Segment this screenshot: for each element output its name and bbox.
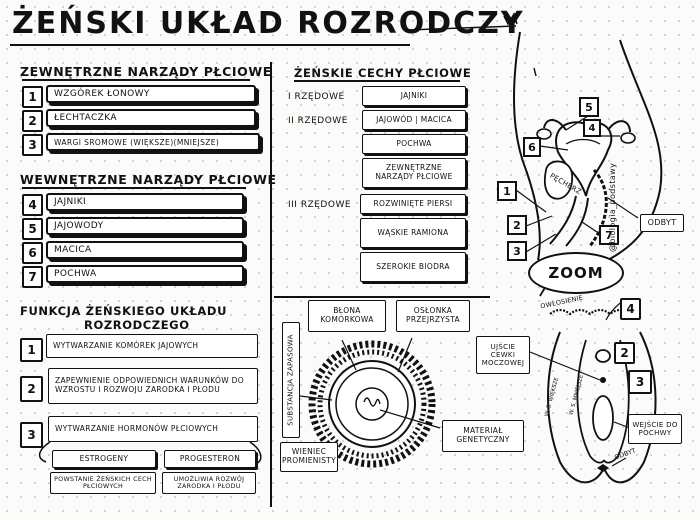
page-title: ŻEŃSKI UKŁAD ROZRODCZY <box>12 6 525 41</box>
internal-item-1: JAJNIKI <box>46 193 244 211</box>
traits-heading: ŻEŃSKIE CECHY PŁCIOWE <box>294 66 472 80</box>
order-3-label: III RZĘDOWE <box>288 200 352 210</box>
external-item-2: ŁECHTACZKA <box>46 109 256 127</box>
order-2-box-3: ZEWNĘTRZNE NARZĄDY PŁCIOWE <box>362 158 466 188</box>
external-item-3: WARGI SROMOWE (WIĘKSZE)(MNIEJSZE) <box>46 133 260 151</box>
watermark: @biologia_podstawy <box>608 162 617 252</box>
clitoris-shape <box>595 349 611 363</box>
function-num-3: 3 <box>20 422 43 448</box>
sagittal-label-5: 5 <box>585 100 593 114</box>
internal-heading: WEWNĘTRZNE NARZĄDY PŁCIOWE <box>20 172 277 187</box>
sagittal-label-1: 1 <box>503 184 511 198</box>
ovum-corona-label: WIENIEC PROMIENISTY <box>280 442 338 472</box>
vulva-num-4: 4 <box>620 298 641 320</box>
function-item-1: WYTWARZANIE KOMÓREK JAJOWYCH <box>46 334 258 358</box>
external-num-1: 1 <box>22 86 43 108</box>
order-1-label: I RZĘDOWE <box>288 92 345 102</box>
function-heading-line1: FUNKCJA ŻEŃSKIEGO UKŁADU <box>20 304 228 318</box>
order-3-box-2: WĄSKIE RAMIONA <box>360 218 466 248</box>
internal-num-5: 5 <box>22 218 43 240</box>
anus-mark <box>597 464 609 472</box>
external-heading: ZEWNĘTRZNE NARZĄDY PŁCIOWE <box>20 64 272 79</box>
sagittal-label-4: 4 <box>588 122 596 134</box>
ovum-substance-box: SUBSTANCJA ZAPASOWA <box>282 322 300 438</box>
hormone-arrows <box>38 441 262 465</box>
ovum-genetic-label: MATERIAŁ GENETYCZNY <box>442 420 524 452</box>
urethra-label: UJŚCIE CEWKI MOCZOWEJ <box>476 336 530 374</box>
order-2-label: II RZĘDOWE <box>288 116 348 126</box>
hormone-progesterone: PROGESTERON <box>164 450 256 468</box>
sagittal-diagram <box>497 31 663 297</box>
order-1-box-1: JAJNIKI <box>362 86 466 106</box>
sagittal-anus-box: ODBYT <box>640 214 684 232</box>
column-divider <box>270 62 272 507</box>
pubic-hair-line <box>549 308 631 316</box>
hormone-estrogen: ESTROGENY <box>52 450 156 468</box>
order-3-box-1: ROZWINIĘTE PIERSI <box>360 194 466 214</box>
order-2-box-2: POCHWA <box>362 134 466 154</box>
internal-num-7: 7 <box>22 266 43 288</box>
sagittal-label-7: 7 <box>605 228 613 242</box>
internal-heading-underline <box>22 187 246 189</box>
function-num-1: 1 <box>20 338 43 362</box>
corona-radiata-cells <box>308 340 436 468</box>
internal-item-2: JAJOWODY <box>46 217 244 235</box>
zona-pellucida <box>328 360 416 448</box>
sagittal-label-3: 3 <box>513 244 521 258</box>
zoom-bubble: ZOOM <box>528 252 624 294</box>
traits-heading-underline <box>294 80 460 82</box>
title-underline <box>10 44 410 46</box>
function-heading-line2: ROZRODCZEGO <box>84 318 190 332</box>
order-2-box-1: JAJOWÓD | MACICA <box>362 110 466 130</box>
vulva-diagram <box>530 299 657 484</box>
internal-num-6: 6 <box>22 242 43 264</box>
title-doodle <box>407 12 518 31</box>
function-item-3: WYTWARZANIE HORMONÓW PŁCIOWYCH <box>48 416 258 442</box>
cell-membrane <box>335 367 409 441</box>
internal-item-3: MACICA <box>46 241 244 259</box>
internal-num-4: 4 <box>22 194 43 216</box>
hormone-progesterone-effect: UMOŻLIWIA ROZWÓJ ZARODKA I PŁODU <box>162 472 256 494</box>
function-num-2: 2 <box>20 376 43 402</box>
order-3-box-3: SZEROKIE BIODRA <box>360 252 466 282</box>
nucleus <box>355 387 389 421</box>
urethra-dot <box>600 377 606 383</box>
external-num-2: 2 <box>22 110 43 132</box>
ovum-substance-label: SUBSTANCJA ZAPASOWA <box>286 334 295 426</box>
external-heading-underline <box>22 79 250 81</box>
sagittal-label-2: 2 <box>513 218 521 232</box>
external-item-1: WZGÓREK ŁONOWY <box>46 85 256 103</box>
internal-item-4: POCHWA <box>46 265 244 283</box>
ovum-zona-label: OSŁONKA PRZEJRZYSTA <box>396 300 470 332</box>
vulva-num-3: 3 <box>628 370 652 394</box>
vulva-num-2: 2 <box>614 342 635 364</box>
external-num-3: 3 <box>22 134 43 156</box>
function-item-2: ZAPEWNIENIE ODPOWIEDNICH WARUNKÓW DO WZR… <box>48 368 258 404</box>
hormone-estrogen-effect: POWSTANIE ŻEŃSKICH CECH PŁCIOWYCH <box>50 472 156 494</box>
ovum-membrane-label: BŁONA KOMÓRKOWA <box>308 300 386 332</box>
vagina-entry-label: WEJŚCIE DO POCHWY <box>628 414 682 444</box>
vaginal-opening <box>592 395 614 441</box>
genetic-material <box>363 397 381 407</box>
ovum-section-divider <box>274 296 490 298</box>
sagittal-label-6: 6 <box>528 140 536 154</box>
